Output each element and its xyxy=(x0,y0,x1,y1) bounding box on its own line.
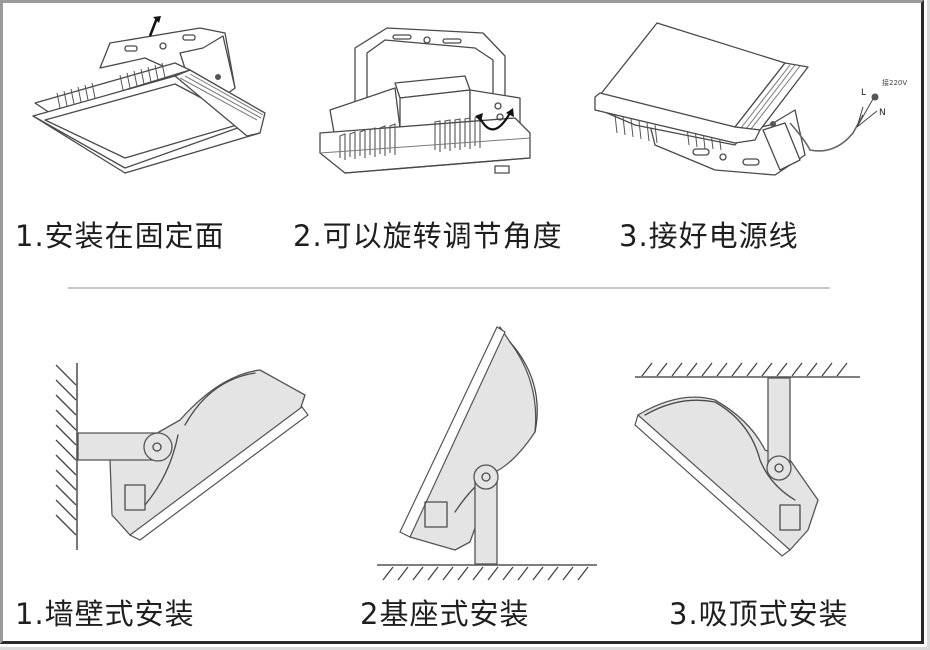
flood-light-wiring-icon: L N 接220V xyxy=(594,22,907,176)
section-divider xyxy=(68,287,830,289)
flood-light-rotate-icon xyxy=(319,27,531,174)
ceiling-mount-illustration xyxy=(630,360,870,560)
step2-caption: 2.可以旋转调节角度 xyxy=(293,219,563,253)
step3-caption: 3.接好电源线 xyxy=(619,219,799,253)
step3-illustration: L N 接220V xyxy=(594,15,925,185)
ceiling-mount-caption: 3.吸顶式安装 xyxy=(669,597,849,631)
step2-illustration xyxy=(315,18,545,178)
wall-mount-illustration xyxy=(50,355,320,555)
step1-caption: 1.安装在固定面 xyxy=(15,219,225,253)
ceiling-mount-icon xyxy=(634,362,860,557)
base-mount-caption: 2基座式安装 xyxy=(360,597,530,631)
step1-illustration xyxy=(25,8,266,183)
wall-mount-icon xyxy=(55,363,309,550)
voltage-label: 接220V xyxy=(882,78,907,87)
base-mount-illustration xyxy=(375,322,600,582)
wire-live-label: L xyxy=(861,88,866,98)
flood-light-underside-icon xyxy=(32,16,266,174)
wire-neutral-label: N xyxy=(879,108,886,118)
wall-mount-caption: 1.墙壁式安装 xyxy=(15,597,195,631)
base-mount-icon xyxy=(377,326,597,581)
